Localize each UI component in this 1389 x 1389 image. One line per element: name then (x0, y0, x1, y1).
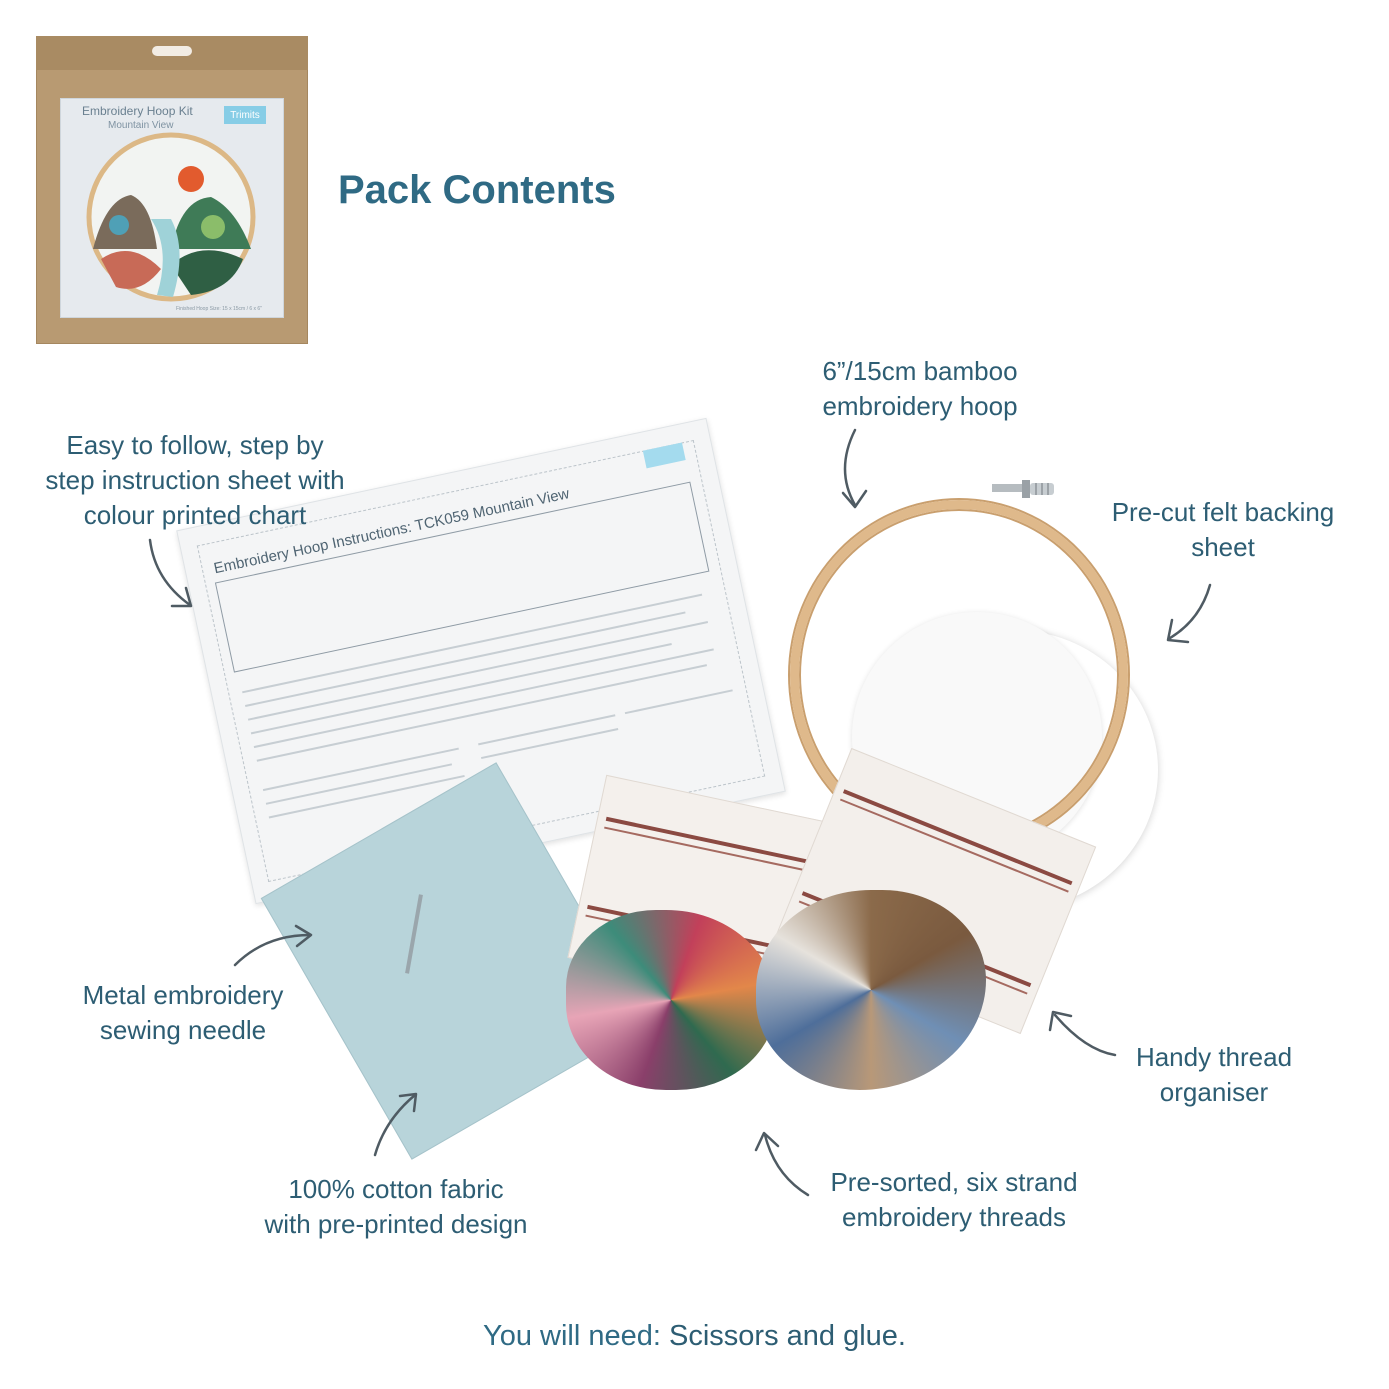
label-line: Handy thread (1135, 1042, 1293, 1072)
arrow-hoop-icon (843, 428, 857, 507)
footer-items: Scissors and glue. (660, 1320, 906, 1352)
label-instructions: Easy to follow, step by step instruction… (20, 428, 370, 533)
label-organiser: Handy thread organiser (1100, 1040, 1328, 1110)
label-line: colour printed chart (83, 500, 307, 530)
arrow-organiser-icon (1053, 1013, 1117, 1057)
arrow-threads-icon (763, 1133, 810, 1197)
embroidery-artwork (86, 132, 256, 302)
label-line: Metal embroidery (82, 980, 284, 1010)
you-will-need-note: You will need: Scissors and glue. (0, 1320, 1389, 1353)
arrowhead-icon (1048, 1010, 1073, 1032)
label-line: embroidery hoop (822, 391, 1018, 421)
arrow-fabric-icon (373, 1093, 417, 1157)
label-line: Easy to follow, step by (66, 430, 324, 460)
arrow-needle-icon (233, 933, 312, 967)
arrowhead-icon (170, 586, 193, 608)
label-fabric: 100% cotton fabric with pre-printed desi… (230, 1172, 562, 1242)
label-threads: Pre-sorted, six strand embroidery thread… (800, 1165, 1108, 1235)
label-line: step instruction sheet with (45, 465, 345, 495)
label-line: 6”/15cm bamboo (822, 356, 1018, 386)
label-line: sewing needle (99, 1015, 267, 1045)
box-title: Embroidery Hoop Kit (82, 104, 193, 118)
arrowhead-icon (294, 924, 313, 948)
label-line: Pre-sorted, six strand (830, 1167, 1078, 1197)
label-line: 100% cotton fabric (288, 1174, 504, 1204)
hang-hole (152, 46, 192, 56)
label-line: sheet (1191, 532, 1255, 562)
arrow-instructions-icon (148, 538, 192, 607)
footer-lead: You will need: (483, 1320, 661, 1352)
label-needle: Metal embroidery sewing needle (48, 978, 318, 1048)
box-footer-note: Finished Hoop Size: 15 x 15cm / 6 x 6" (176, 306, 262, 312)
arrowhead-icon (754, 1131, 780, 1152)
arrowhead-icon (1166, 618, 1190, 644)
page-title: Pack Contents (338, 168, 616, 212)
label-line: with pre-printed design (264, 1209, 528, 1239)
box-subtitle: Mountain View (108, 120, 174, 131)
arrowhead-icon (398, 1092, 418, 1113)
label-line: Pre-cut felt backing (1111, 497, 1335, 527)
thread-bundle (566, 910, 776, 1090)
brand-logo: Trimits (224, 106, 266, 124)
arrow-felt-icon (1168, 583, 1212, 640)
label-hoop: 6”/15cm bamboo embroidery hoop (780, 354, 1060, 424)
product-box-window (60, 98, 284, 318)
label-felt: Pre-cut felt backing sheet (1092, 495, 1354, 565)
label-line: organiser (1159, 1077, 1269, 1107)
label-line: embroidery threads (842, 1202, 1066, 1232)
hoop-clamp-icon (992, 480, 1054, 498)
arrowhead-icon (841, 489, 868, 509)
thread-bundle (756, 890, 986, 1090)
